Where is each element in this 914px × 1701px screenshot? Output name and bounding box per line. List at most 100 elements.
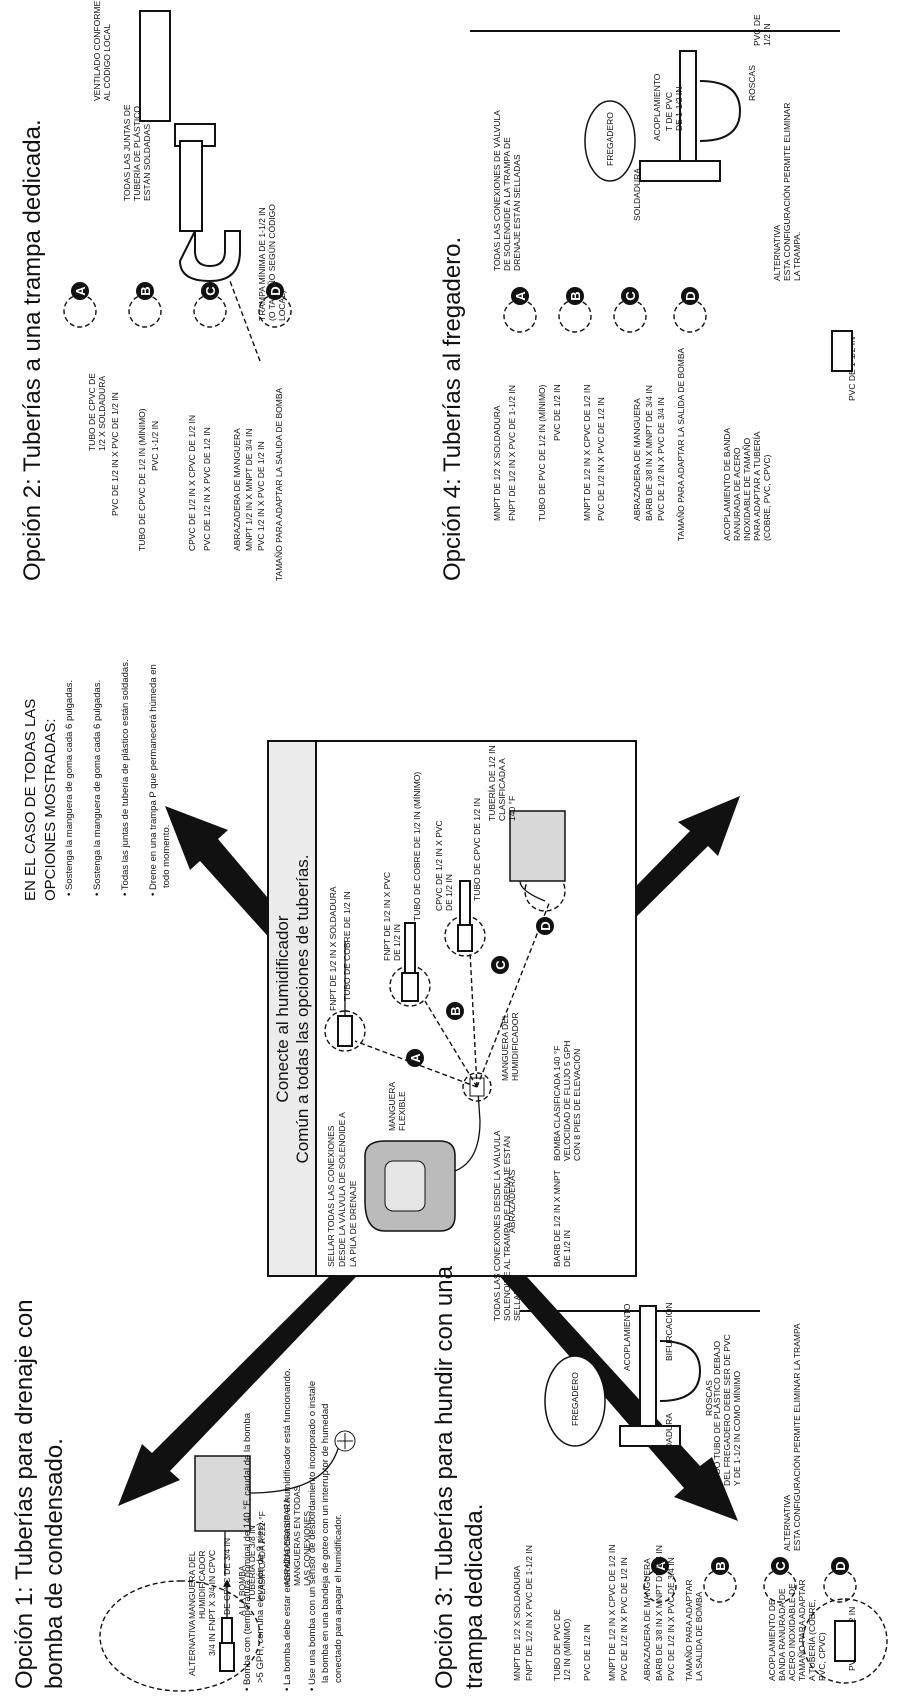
option2-label-d1: ABRAZADERA DE MANGUERA xyxy=(232,428,242,551)
option2-label-a: TUBO DE CPVC DE1/2 X SOLDADURA xyxy=(87,373,107,451)
label-sellar: SELLAR TODAS LAS CONEXIONESDESDE LA VÁLV… xyxy=(326,1112,358,1267)
option4-label-a1: MNPT DE 1/2 X SOLDADURA xyxy=(492,405,502,521)
option3-label-b1: TUBO DE PVC DE1/2 IN (MÍNIMO) xyxy=(552,1609,572,1681)
option3-label-a1: MNPT DE 1/2 X SOLDADURA xyxy=(512,1565,522,1681)
notes-bullet-4: • Drene en una trampa P que permanecerá … xyxy=(148,664,159,896)
option4-label-alternativa: ALTERNATIVAESTA CONFIGURACIÓN PERMITE EL… xyxy=(772,103,802,281)
svg-text:B: B xyxy=(568,291,583,300)
option4-label-d3: PVC DE 1/2 IN X PVC DE 3/4 IN xyxy=(656,397,666,521)
option3-label-roscas: ROSCAS xyxy=(704,1380,714,1416)
option4-label-acoplamiento: ACOPLAMIENTO xyxy=(652,73,662,141)
option4-label-d4: TAMAÑO PARA ADAPTAR LA SALIDA DE BOMBA xyxy=(676,347,686,541)
label-barb: BARB DE 1/2 IN X MNPTDE 1/2 IN xyxy=(552,1170,572,1267)
option3-panel: Opción 3: Tuberías para hundir con una t… xyxy=(431,1130,888,1689)
option3-label-soldadura: SOLDADURA xyxy=(664,1413,674,1466)
option3-sink xyxy=(520,1305,760,1447)
option2-label-c2: PVC DE 1/2 IN X PVC DE 1/2 IN xyxy=(202,427,212,551)
label-center-c2: TUBO DE CPVC DE 1/2 IN xyxy=(472,798,482,901)
option4-sink xyxy=(470,30,840,182)
option1-bullet-1: • Bomba con (temperatura nominal de 140 … xyxy=(242,1412,253,1691)
option4-label-fregadero: FREGADERO xyxy=(605,112,615,166)
option4-label-a2: FNPT DE 1/2 IN X PVC DE 1-1/2 IN xyxy=(507,385,517,521)
label-center-b2: TUBO DE COBRE DE 1/2 IN (MÍNIMO) xyxy=(412,772,422,921)
svg-text:C: C xyxy=(623,291,638,301)
option3-title: Opción 3: Tuberías para hundir con una xyxy=(431,1265,458,1689)
svg-text:D: D xyxy=(683,291,698,300)
notes-bullet-3: • Todas las juntas de tubería de plástic… xyxy=(120,659,131,896)
option3-label-bifurcacion: BIFURCACIÓN xyxy=(664,1302,674,1361)
option4-label-b2: PVC DE 1/2 IN xyxy=(552,384,562,441)
option2-label-a2: PVC DE 1/2 IN X PVC DE 1/2 IN xyxy=(110,392,120,516)
option4-callouts: A B C D xyxy=(503,287,707,333)
notes-title: EN EL CASO DE TODAS LAS xyxy=(22,699,39,901)
option1-bullet-3c: conectado para apagar el humidificador. xyxy=(333,1514,344,1683)
notes-bullet-1: • Sostenga la manguera de goma cada 6 pu… xyxy=(64,680,75,896)
label-manguera-flexible: MANGUERAFLEXIBLE xyxy=(387,1082,407,1131)
option4-title: Opción 4: Tuberías al fregadero. xyxy=(439,237,466,581)
svg-text:B: B xyxy=(138,286,153,295)
option4-label-conexiones: TODAS LAS CONEXIONES DE VÁLVULADE SOLENO… xyxy=(492,110,522,271)
option2-label-d3: PVC 1/2 IN X PVC DE 1/2 IN xyxy=(256,441,266,551)
option3-label-b2: PVC DE 1/2 IN xyxy=(582,1624,592,1681)
notes-bullet-5: todo momento. xyxy=(161,825,172,888)
callout-a-center: A xyxy=(406,1049,424,1067)
option2-label-juntas: TODAS LAS JUNTAS DETUBERÍA DE PLÁSTICOES… xyxy=(122,104,152,201)
option1-label-bomba: A LA BOMBA xyxy=(237,1565,247,1616)
option2-label-b2: PVC 1-1/2 IN xyxy=(150,421,160,471)
option3-label-d1: ABRAZADERA DE MANGUERA xyxy=(642,1558,652,1681)
option4-label-soldadura: SOLDADURA xyxy=(632,168,642,221)
option4-panel: Opción 4: Tuberías al fregadero. TODAS L… xyxy=(439,14,857,581)
option4-label-roscas: ROSCAS xyxy=(747,65,757,101)
option1-bullet-1b: >5 GPH, con una elevación de 9 pies). xyxy=(255,1520,266,1683)
option1-title-2: bomba de condensado. xyxy=(41,1438,68,1689)
label-manguera-hum: MANGUERA DELHUMIDIFICADOR xyxy=(500,1013,520,1081)
option3-title-2: trampa dedicada. xyxy=(461,1504,488,1689)
option2-title: Opción 2: Tuberías a una trampa dedicada… xyxy=(19,119,46,581)
option2-label-c: CPVC DE 1/2 IN X CPVC DE 1/2 IN xyxy=(187,415,197,551)
option1-label-manguera: MANGUERA DELHUMIDIFICADOR xyxy=(187,1551,207,1619)
svg-text:C: C xyxy=(773,1561,788,1571)
pump-tubing xyxy=(249,1440,341,1494)
option4-label-c1: MNPT DE 1/2 IN X CPVC DE 1/2 IN xyxy=(582,385,592,521)
option2-label-d4: TAMAÑO PARA ADAPTAR LA SALIDA DE BOMBA xyxy=(274,387,284,581)
option3-label-d4: TAMAÑO PARA ADAPTARLA SALIDA DE BOMBA xyxy=(684,1579,704,1681)
option3-label-conexiones: TODAS LAS CONEXIONES DESDE LA VÁLVULASOL… xyxy=(492,1130,522,1321)
option4-label-t-pvc: T DE PVCDE 1-1/2 IN xyxy=(664,87,684,131)
svg-text:D: D xyxy=(268,286,283,295)
humidifier-unit xyxy=(364,1140,456,1232)
svg-text:A: A xyxy=(73,286,88,296)
label-center-b1: FNPT DE 1/2 IN X PVCDE 1/2 IN xyxy=(382,872,402,961)
option3-label-acople: ACOPLAMIENTO DEBANDA RANURADA DEACERO IN… xyxy=(767,1579,827,1681)
option3-label-todo-tubo: TODO TUBO DE PLÁSTICO DEBAJODEL FREGADER… xyxy=(712,1334,742,1486)
center-title: Conecte al humidificador xyxy=(273,915,292,1102)
option2-label-b: TUBO DE CPVC DE 1/2 IN (MÍNIMO) xyxy=(137,408,147,551)
notes-title-2: OPCIONES MOSTRADAS: xyxy=(42,718,59,901)
option3-alt-circle xyxy=(802,1598,888,1684)
callout-d-center: D xyxy=(536,917,554,935)
option4-label-acople: ACOPLAMIENTO DE BANDARANURADA DE ACEROIN… xyxy=(722,427,772,541)
option4-label-d2: BARB DE 3/8 IN X MNPT DE 3/4 IN xyxy=(644,385,654,521)
svg-text:B: B xyxy=(713,1561,728,1570)
option1-label-alternativa: ALTERNATIVA xyxy=(187,1619,197,1676)
option1-label-fnpt: 3/4 IN FNPT X 3/4 IN CPVC xyxy=(207,1550,217,1656)
label-center-d1: TUBERÍA DE 1/2 INCLASIFICADA A140 °F xyxy=(487,745,517,821)
option1-bullet-3b: la bomba en una bandeja de goteo con un … xyxy=(320,1404,331,1683)
option4-label-c2: PVC DE 1/2 IN X PVC DE 1/2 IN xyxy=(596,397,606,521)
option2-callouts: A B C D xyxy=(63,282,292,328)
option1-alternative-outline xyxy=(99,1580,261,1692)
floor-drain-icon xyxy=(334,1430,356,1452)
option3-label-c1: MNPT DE 1/2 IN X CPVC DE 1/2 IN xyxy=(607,1545,617,1681)
option4-label-d1: ABRAZADERA DE MANGUERA xyxy=(632,398,642,521)
label-abrazaderas: ABRAZADERAS xyxy=(507,1169,517,1233)
svg-text:C: C xyxy=(203,286,218,296)
option1-bullet-2: • La bomba debe estar encendida cuando e… xyxy=(282,1368,293,1691)
notes-bullet-2: • Sostenga la manguera de goma cada 6 pu… xyxy=(92,680,103,896)
option3-label-acoplamiento: ACOPLAMIENTO xyxy=(622,1303,632,1371)
svg-text:C: C xyxy=(493,960,508,970)
callout-c-center: C xyxy=(491,956,509,974)
svg-text:B: B xyxy=(448,1006,463,1015)
option1-label-tuberia: TUBERÍA DE 3/8 INCLASIFICADA A 212 °F xyxy=(247,1511,267,1601)
option4-label-pvc12: PVC DE1/2 IN xyxy=(752,14,772,46)
